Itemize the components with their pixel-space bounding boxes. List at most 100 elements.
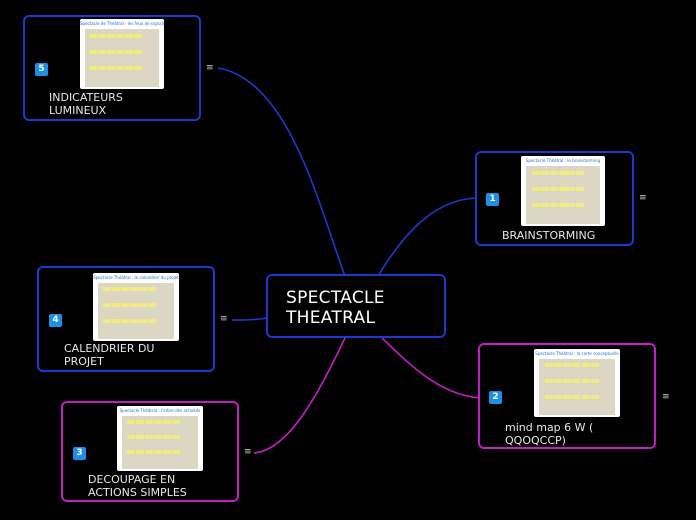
sticky-note: [545, 363, 554, 368]
sticky-note: [120, 287, 129, 292]
sticky-note: [124, 66, 133, 71]
sticky-note: [126, 420, 135, 425]
topic-number-badge: 5: [35, 63, 48, 76]
sticky-note: [148, 303, 157, 308]
sticky-note: [572, 394, 581, 399]
sticky-note: [102, 303, 111, 308]
sticky-note: [558, 170, 567, 175]
sticky-note: [116, 33, 125, 38]
topic-image-title: Spectacle Théâtral : le brainstorming: [521, 156, 605, 165]
sticky-note: [153, 420, 162, 425]
topic-image: Spectacle Théâtral : le calendrier du pr…: [93, 273, 179, 341]
menu-icon[interactable]: ≡: [244, 447, 252, 457]
sticky-note: [540, 203, 549, 208]
sticky-note: [590, 379, 599, 384]
image-board: [526, 166, 600, 224]
sticky-note: [581, 394, 590, 399]
sticky-note: [89, 66, 98, 71]
topic-number-badge: 2: [489, 391, 502, 404]
sticky-note: [558, 203, 567, 208]
image-board: [85, 29, 159, 87]
sticky-note: [111, 318, 120, 323]
sticky-note: [135, 420, 144, 425]
sticky-note: [139, 318, 148, 323]
topic-number-badge: 3: [73, 447, 86, 460]
menu-icon[interactable]: ≡: [662, 392, 670, 402]
sticky-note: [545, 379, 554, 384]
sticky-note: [124, 33, 133, 38]
sticky-note: [98, 33, 107, 38]
sticky-note: [563, 363, 572, 368]
sticky-note: [102, 318, 111, 323]
topic-image-title: Spectacle Théâtral : l'arbre des activit…: [117, 406, 203, 415]
sticky-note: [139, 303, 148, 308]
sticky-note: [581, 379, 590, 384]
central-topic[interactable]: SPECTACLE THEATRAL: [266, 274, 446, 338]
topic-label: INDICATEURS LUMINEUX: [49, 91, 123, 117]
sticky-note: [545, 394, 554, 399]
sticky-note: [89, 49, 98, 54]
sticky-note: [172, 435, 181, 440]
sticky-note: [531, 203, 540, 208]
topic-image: Spectacle Théâtral : le brainstorming: [521, 156, 605, 226]
topic-node-decoupage[interactable]: Spectacle Théâtral : l'arbre des activit…: [61, 401, 239, 502]
topic-image-title: Spectacle de Théâtral : les feux de sign…: [80, 19, 164, 28]
sticky-note: [126, 449, 135, 454]
sticky-note: [567, 186, 576, 191]
sticky-note: [163, 420, 172, 425]
sticky-note: [576, 186, 585, 191]
sticky-note: [590, 363, 599, 368]
sticky-note: [540, 186, 549, 191]
sticky-note: [567, 170, 576, 175]
sticky-note: [563, 379, 572, 384]
image-board: [98, 283, 174, 339]
topic-node-indicateurs-lumineux[interactable]: Spectacle de Théâtral : les feux de sign…: [23, 15, 201, 121]
sticky-note: [558, 186, 567, 191]
sticky-note: [120, 318, 129, 323]
topic-label: mind map 6 W ( QQOQCCP): [505, 421, 594, 447]
sticky-note: [163, 435, 172, 440]
sticky-note: [107, 49, 116, 54]
sticky-note: [116, 66, 125, 71]
topic-image-title: Spectacle Théâtral : le calendrier du pr…: [93, 273, 179, 282]
image-board: [539, 359, 615, 415]
sticky-note: [111, 303, 120, 308]
sticky-note: [549, 186, 558, 191]
topic-node-mind-map[interactable]: Spectacle Théâtral : la carte conceptuel…: [478, 343, 656, 449]
sticky-note: [554, 363, 563, 368]
sticky-note: [126, 435, 135, 440]
image-board: [122, 416, 198, 469]
sticky-note: [549, 170, 558, 175]
sticky-note: [549, 203, 558, 208]
menu-icon[interactable]: ≡: [220, 314, 228, 324]
sticky-note: [120, 303, 129, 308]
topic-node-calendrier[interactable]: Spectacle Théâtral : le calendrier du pr…: [37, 266, 215, 372]
sticky-note: [129, 303, 138, 308]
sticky-note: [139, 287, 148, 292]
sticky-note: [148, 318, 157, 323]
sticky-note: [163, 449, 172, 454]
sticky-note: [581, 363, 590, 368]
sticky-note: [554, 394, 563, 399]
sticky-note: [116, 49, 125, 54]
sticky-note: [135, 435, 144, 440]
sticky-note: [124, 49, 133, 54]
topic-number-badge: 1: [486, 193, 499, 206]
menu-icon[interactable]: ≡: [206, 63, 214, 73]
sticky-note: [144, 435, 153, 440]
sticky-note: [98, 49, 107, 54]
sticky-note: [567, 203, 576, 208]
menu-icon[interactable]: ≡: [639, 193, 647, 203]
sticky-note: [576, 203, 585, 208]
sticky-note: [590, 394, 599, 399]
sticky-note: [102, 287, 111, 292]
topic-number-badge: 4: [49, 314, 62, 327]
topic-node-brainstorming[interactable]: Spectacle Théâtral : le brainstorming 1 …: [475, 151, 634, 246]
sticky-note: [144, 449, 153, 454]
sticky-note: [554, 379, 563, 384]
topic-label: CALENDRIER DU PROJET: [64, 342, 155, 368]
sticky-note: [148, 287, 157, 292]
sticky-note: [172, 449, 181, 454]
topic-image: Spectacle de Théâtral : les feux de sign…: [80, 19, 164, 89]
